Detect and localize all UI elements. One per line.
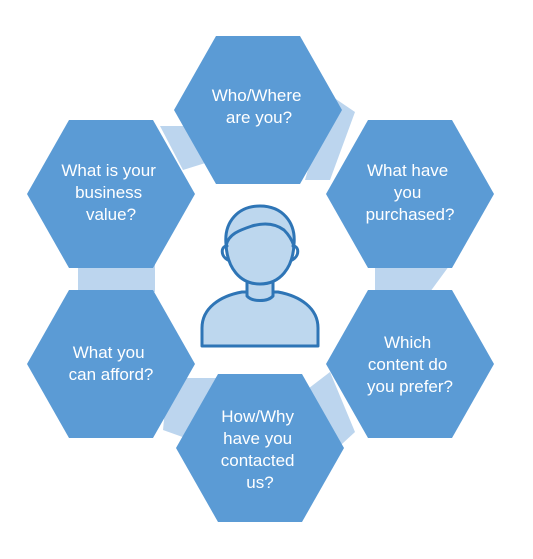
label-line: us?: [246, 473, 273, 492]
label-line: you prefer?: [367, 377, 453, 396]
connector-content-contacted: [300, 372, 355, 455]
label-line: have you: [223, 429, 292, 448]
hexagon-purchased: [326, 120, 494, 268]
hexagon-who-where: [174, 36, 342, 184]
label-line: contacted: [221, 451, 295, 470]
label-line: purchased?: [366, 205, 455, 224]
connector-purchased-content: [375, 262, 452, 292]
label-business-value: What is your business value?: [61, 161, 160, 224]
label-purchased: What have you purchased?: [366, 161, 455, 224]
user-icon-hair: [224, 222, 296, 248]
labels: Who/Where are you? What have you purchas…: [61, 86, 454, 492]
label-line: you: [394, 183, 421, 202]
label-line: What you: [73, 343, 145, 362]
user-icon-neck-outline: [245, 278, 275, 302]
label-afford: What you can afford?: [69, 343, 154, 384]
user-icon-ear-right: [290, 244, 300, 262]
user-icon-ear-left: [220, 244, 230, 262]
label-line: Which: [384, 333, 431, 352]
connector-who-purchased: [305, 95, 355, 180]
hexagon-afford: [27, 290, 195, 438]
label-line: Who/Where: [212, 86, 302, 105]
label-line: value?: [86, 205, 136, 224]
hexagon-contacted: [176, 374, 344, 522]
label-line: How/Why: [221, 407, 294, 426]
connector-afford-business: [78, 262, 155, 292]
label-content: Which content do you prefer?: [367, 333, 453, 396]
user-icon: [200, 204, 320, 348]
hexagon-business-value: [27, 120, 195, 268]
user-icon-body: [202, 292, 318, 346]
label-line: What is your: [61, 161, 156, 180]
label-line: are you?: [226, 108, 292, 127]
label-who-where: Who/Where are you?: [212, 86, 306, 127]
label-line: content do: [368, 355, 447, 374]
label-line: business: [75, 183, 142, 202]
label-line: What have: [367, 161, 448, 180]
hexagons: [27, 36, 494, 522]
user-icon-body-outline: [200, 290, 320, 348]
label-line: can afford?: [69, 365, 154, 384]
hexagon-content: [326, 290, 494, 438]
label-contacted: How/Why have you contacted us?: [221, 407, 299, 492]
